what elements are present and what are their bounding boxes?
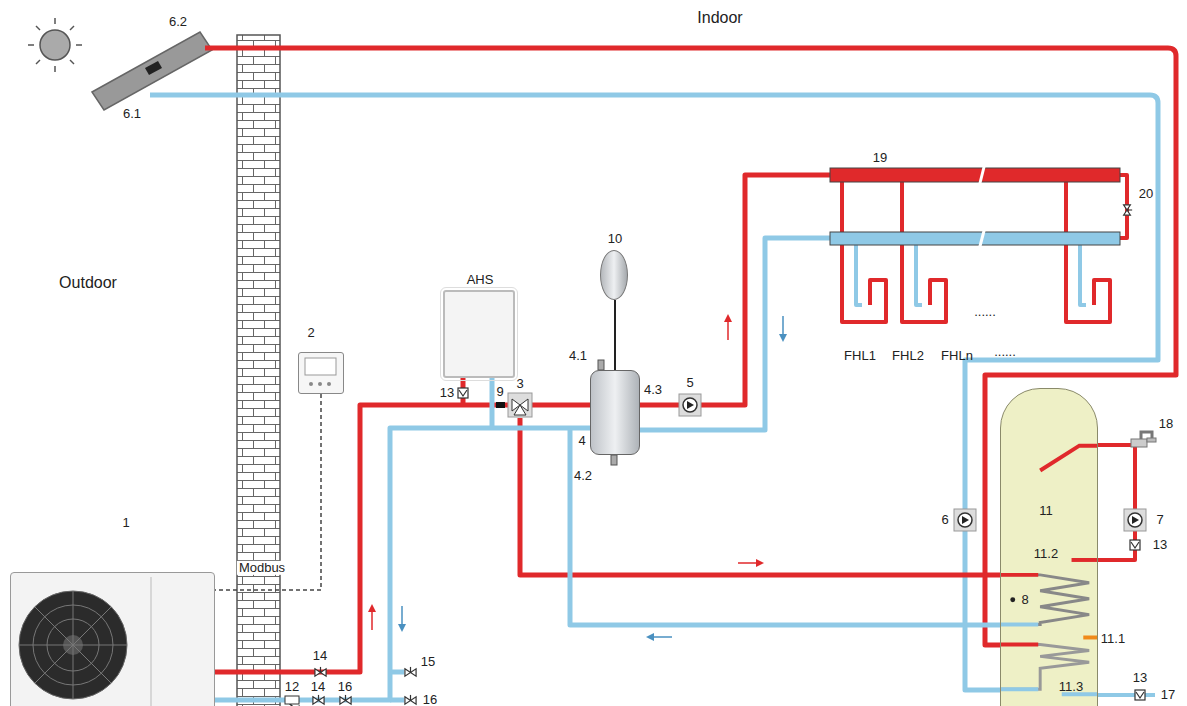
- callout-number: 6.1: [123, 107, 141, 121]
- sun: [28, 18, 82, 72]
- dhw-tank: 1111.211.111.3: [1000, 388, 1098, 706]
- building-wall: [237, 35, 280, 706]
- controller-screen: [299, 353, 343, 393]
- shower-tap: [1131, 432, 1156, 447]
- flow-arrows: [368, 314, 787, 641]
- callout-number: 16: [423, 693, 437, 706]
- filter: [285, 696, 300, 706]
- buffer-tank: 4: [590, 370, 640, 455]
- callout-number: FHLn: [941, 349, 973, 363]
- callout-number: 2: [307, 326, 314, 340]
- auxiliary-heat-source: AHS: [443, 290, 515, 378]
- signal-label: Modbus: [237, 561, 287, 575]
- callout-number: 19: [873, 151, 887, 165]
- callout-number: 6: [941, 513, 948, 527]
- callout-number: 15: [421, 655, 435, 669]
- callout-number: 14: [313, 649, 327, 663]
- area-label: Indoor: [697, 9, 742, 27]
- callout-number: 11.2: [1034, 547, 1058, 561]
- drain-valve: [611, 455, 617, 465]
- temperature-sensor: [496, 402, 505, 408]
- solar-collector: [92, 32, 212, 110]
- control-wire: [215, 394, 321, 590]
- callout-number: 13: [1133, 671, 1147, 685]
- callout-number: 10: [608, 232, 622, 246]
- callout-number: 11.3: [1059, 680, 1083, 694]
- callout-number: 9: [496, 385, 503, 399]
- callout-number: FHL1: [844, 349, 876, 363]
- outdoor-unit: 1: [10, 572, 215, 706]
- callout-number: 3: [516, 377, 523, 391]
- callout-number: 18: [1159, 417, 1173, 431]
- area-label: Outdoor: [59, 274, 117, 292]
- callout-number: 6.2: [169, 15, 187, 29]
- vessel-connection: [614, 300, 616, 370]
- callout-number: 4: [578, 434, 585, 448]
- callout-number: 4.1: [569, 349, 587, 363]
- callout-number: FHL2: [892, 349, 924, 363]
- callout-number: 20: [1139, 187, 1153, 201]
- dhw-pipes: [1098, 445, 1155, 695]
- control-wire: [215, 394, 321, 590]
- ellipsis: ......: [974, 305, 996, 319]
- expansion-vessel: 10: [600, 250, 628, 300]
- callout-number: 5: [686, 376, 693, 390]
- heat-pump-pipes: [215, 175, 1000, 700]
- callout-number: 13: [440, 386, 454, 400]
- floor-heating: [830, 163, 1132, 322]
- wired-controller: 2: [298, 352, 344, 394]
- callout-number: 1: [122, 516, 129, 530]
- callout-number: 7: [1156, 513, 1163, 527]
- callout-number: 14: [311, 680, 325, 694]
- vessel-connection: [615, 300, 616, 370]
- callout-number: 8: [1021, 593, 1028, 607]
- ellipsis: ......: [994, 345, 1016, 359]
- callout-number: 12: [285, 680, 299, 694]
- callout-number: 4.2: [574, 469, 592, 483]
- callout-number: 11.1: [1101, 632, 1125, 646]
- fan-grille: [11, 573, 214, 706]
- callout-number: 11: [1039, 504, 1053, 518]
- callout-number: 17: [1161, 688, 1175, 702]
- three-way-valve: [508, 393, 532, 417]
- solar-pipes: [150, 48, 1176, 690]
- air-vent: [598, 360, 604, 370]
- callout-number: 16: [338, 680, 352, 694]
- component-label: AHS: [467, 273, 494, 287]
- callout-number: 4.3: [644, 383, 662, 397]
- callout-number: 13: [1153, 538, 1167, 552]
